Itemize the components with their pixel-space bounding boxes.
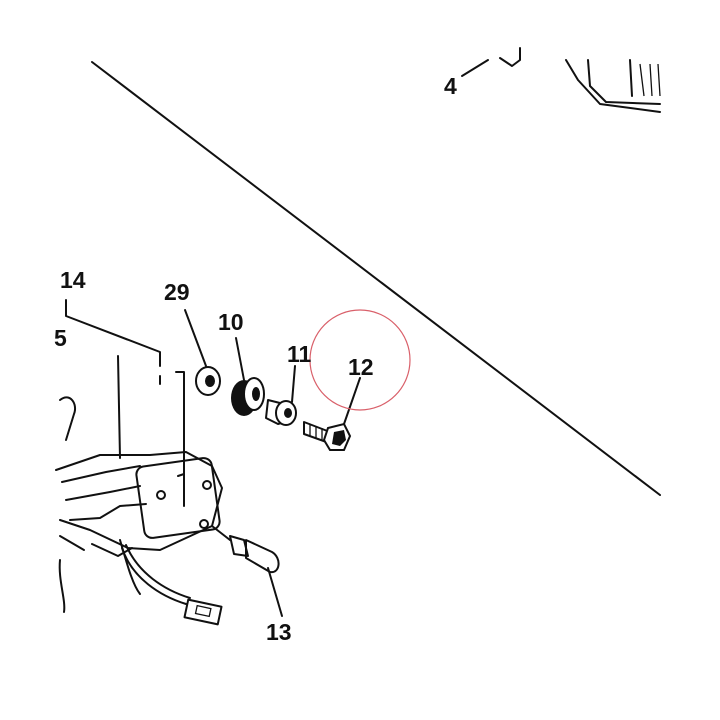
callout-29: 29 <box>164 279 190 305</box>
sensor-part-13 <box>211 525 283 617</box>
callout-13: 13 <box>266 619 292 645</box>
callout-15: 5 <box>54 325 67 351</box>
highlight-circle-part-12 <box>309 309 411 411</box>
grommet-part-10 <box>231 337 265 416</box>
spacer-part-11 <box>265 365 297 426</box>
callout-4: 4 <box>444 73 457 99</box>
callout-11: 11 <box>287 341 312 367</box>
leader-part-14 <box>65 299 161 385</box>
callout-14: 14 <box>60 267 86 293</box>
callout-10: 10 <box>218 309 244 335</box>
frame-edge-line <box>91 61 661 496</box>
bolt-part-12 <box>303 377 361 451</box>
housing-fragment-part-4 <box>461 47 661 113</box>
callout-12: 12 <box>348 354 374 380</box>
actuator-body <box>55 355 223 626</box>
washer-part-29 <box>175 309 221 507</box>
